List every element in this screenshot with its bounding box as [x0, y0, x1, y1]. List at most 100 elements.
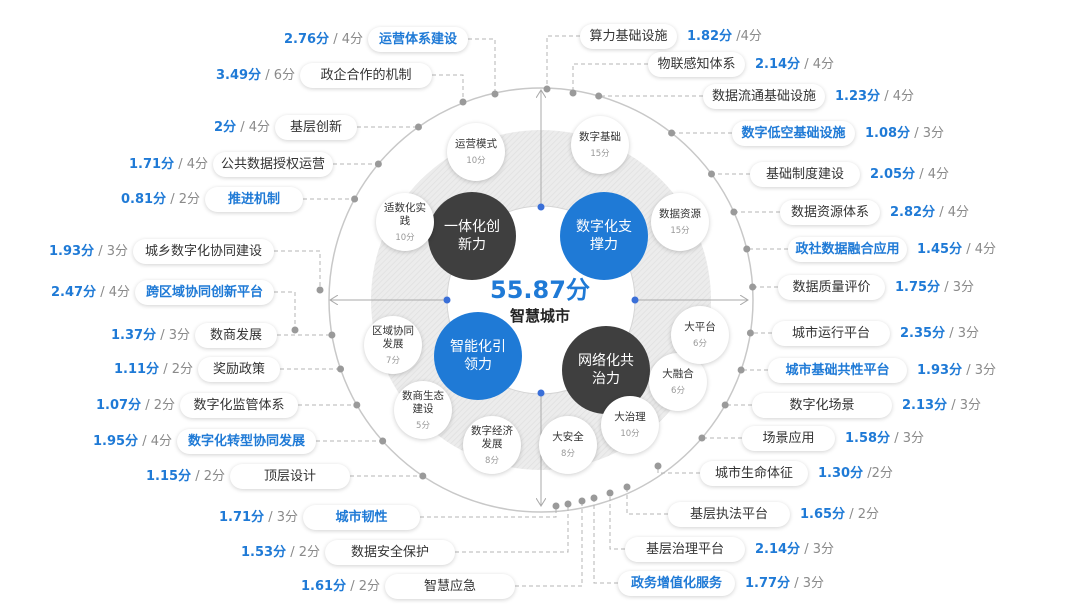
node-points: 8分	[485, 455, 499, 466]
score-max: / 3分	[945, 326, 979, 341]
node-name: 运营模式	[455, 138, 497, 150]
hub-label: 数字化支撑力	[576, 219, 632, 253]
connector-dot	[668, 129, 676, 137]
node-points: 15分	[670, 226, 690, 236]
score-value: 2.05分	[870, 167, 916, 182]
hub-label: 一体化创新力	[444, 219, 500, 253]
connector-dot	[414, 123, 422, 131]
connector-dot	[707, 170, 715, 178]
indicator-score: 1.93分 / 3分	[49, 239, 128, 264]
center-title: 智慧城市	[509, 307, 570, 325]
indicator-score: 1.61分 / 2分	[301, 574, 380, 599]
connector-dot	[379, 437, 387, 445]
connector-dot	[337, 365, 345, 373]
indicator-label: 城市韧性	[303, 505, 420, 530]
score-max: / 2分	[845, 507, 879, 522]
node-name: 区域协同发展	[372, 324, 414, 350]
indicator-label: 场景应用	[742, 426, 835, 451]
connector-dot	[606, 489, 614, 497]
score-value: 1.15分	[146, 469, 192, 484]
dimension-hub: 智能化引领力	[434, 312, 522, 400]
indicator-label: 顶层设计	[230, 464, 350, 489]
score-value: 1.53分	[241, 545, 287, 560]
indicator-score: 2.14分 / 3分	[755, 537, 834, 562]
connector-line	[626, 487, 668, 515]
score-value: 1.93分	[49, 244, 95, 259]
node-name: 数字基础	[579, 131, 621, 143]
score-max: / 3分	[890, 431, 924, 446]
score-value: 1.93分	[917, 363, 963, 378]
connector-dot	[459, 98, 467, 106]
indicator-label: 算力基础设施	[580, 24, 677, 49]
node-points: 5分	[416, 420, 430, 431]
connector-dot	[595, 92, 603, 100]
score-max: / 6分	[261, 68, 295, 83]
indicator-label: 公共数据授权运营	[213, 152, 333, 177]
connector-dot	[552, 502, 560, 510]
node-name: 大融合	[662, 368, 694, 380]
indicator-label: 跨区域协同创新平台	[135, 280, 274, 305]
score-value: 2.35分	[900, 326, 946, 341]
score-value: 1.75分	[895, 280, 941, 295]
indicator-score: 2.13分 / 3分	[902, 393, 981, 418]
score-max: / 4分	[800, 57, 834, 72]
score-max: / 4分	[915, 167, 949, 182]
total-score: 55.87分	[490, 276, 590, 304]
score-value: 1.23分	[835, 89, 881, 104]
connector-line	[515, 501, 583, 587]
indicator-score: 1.65分 / 2分	[800, 502, 879, 527]
node-points: 10分	[620, 429, 640, 439]
indicator-label: 物联感知体系	[648, 52, 745, 77]
indicator-label: 政务增值化服务	[618, 571, 735, 596]
sub-dimension-node: 数字经济发展 8分	[463, 416, 521, 474]
score-value: 1.65分	[800, 507, 846, 522]
connector-dot	[569, 89, 577, 97]
score-max: / 2分	[191, 469, 225, 484]
score-value: 0.81分	[121, 192, 167, 207]
indicator-score: 1.30分 /2分	[818, 461, 893, 486]
score-max: / 3分	[264, 510, 298, 525]
dimension-hub: 数字化支撑力	[560, 192, 648, 280]
score-max: / 2分	[159, 362, 193, 377]
score-value: 1.30分	[818, 466, 864, 481]
node-name: 数字经济发展	[471, 424, 513, 450]
node-points: 10分	[395, 232, 415, 243]
indicator-label: 数商发展	[195, 323, 277, 348]
score-max: / 3分	[156, 328, 190, 343]
connector-line	[546, 35, 580, 89]
indicator-score: 1.53分 / 2分	[241, 540, 320, 565]
score-max: / 3分	[790, 576, 824, 591]
connector-line	[572, 63, 648, 93]
score-max: /2分	[863, 466, 893, 481]
score-max: / 3分	[962, 363, 996, 378]
connector-line	[432, 74, 464, 102]
score-value: 1.58分	[845, 431, 891, 446]
connector-dot	[737, 366, 745, 374]
score-value: 1.11分	[114, 362, 160, 377]
score-max: / 3分	[800, 542, 834, 557]
score-max: / 3分	[940, 280, 974, 295]
indicator-label: 基层执法平台	[668, 502, 790, 527]
score-value: 2.76分	[284, 32, 330, 47]
sub-dimension-node: 大安全 8分	[539, 416, 597, 474]
node-points: 8分	[561, 449, 575, 459]
connector-line	[274, 291, 296, 330]
indicator-score: 1.95分 / 4分	[93, 429, 172, 454]
score-value: 1.82分	[687, 29, 733, 44]
score-max: / 4分	[935, 205, 969, 220]
score-value: 2.13分	[902, 398, 948, 413]
connector-dot	[374, 160, 382, 168]
node-name: 大安全	[552, 431, 584, 443]
indicator-score: 1.11分 / 2分	[114, 357, 193, 382]
indicator-label: 城市生命体征	[700, 461, 808, 486]
score-max: / 3分	[910, 126, 944, 141]
score-max: /4分	[732, 29, 762, 44]
indicator-label: 城市运行平台	[772, 321, 890, 346]
connector-dot	[746, 329, 754, 337]
connector-dot	[328, 331, 336, 339]
indicator-label: 基础制度建设	[750, 162, 860, 187]
indicator-label: 数字低空基础设施	[732, 121, 855, 146]
